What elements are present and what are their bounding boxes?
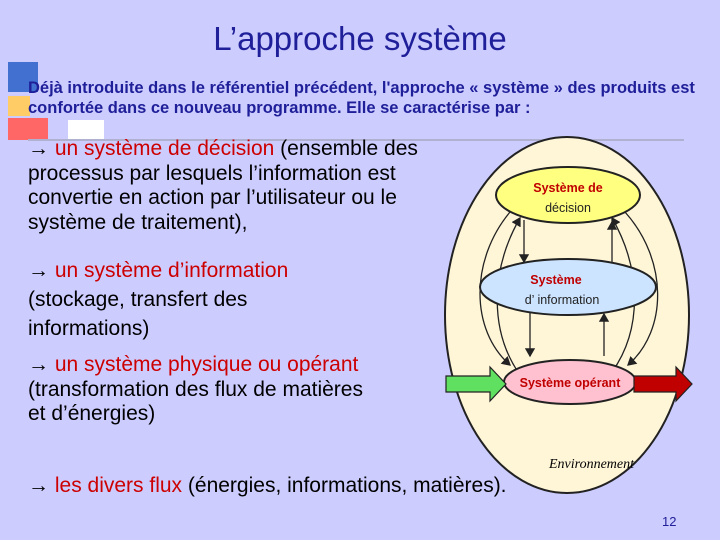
environment-label: Environnement xyxy=(549,457,635,472)
item-highlight: un système physique ou opérant xyxy=(54,353,359,376)
item-text: (transformation des flux de matières et … xyxy=(28,377,363,426)
item-highlight: un système d’information xyxy=(54,259,289,282)
inflow-arrow xyxy=(445,365,507,403)
item-highlight: les divers flux xyxy=(54,474,183,497)
intro-paragraph: Déjà introduite dans le référentiel préc… xyxy=(28,79,695,117)
list-item: → un système de décision (ensemble des p… xyxy=(28,137,458,235)
arrow-icon: → xyxy=(28,353,55,376)
list-item: → les divers flux (énergies, information… xyxy=(28,474,628,499)
flow-arrow xyxy=(611,216,636,373)
arrow-icon: → xyxy=(28,137,55,160)
decision-system-node xyxy=(495,166,641,224)
information-system-node xyxy=(479,258,657,316)
arrow-icon: → xyxy=(28,474,55,497)
arrow-icon: → xyxy=(28,259,55,282)
information-label: d’ information xyxy=(525,293,600,307)
decision-label: Système de xyxy=(533,181,603,195)
list-item: → un système d’information (stockage, tr… xyxy=(28,256,358,343)
flow-arrow xyxy=(496,216,521,373)
corner-decoration xyxy=(8,62,104,142)
divider xyxy=(28,139,684,141)
operant-system-node xyxy=(503,359,637,405)
item-text: (énergies, informations, matières). xyxy=(182,474,507,497)
item-highlight: un système de décision xyxy=(54,137,275,160)
item-text: (stockage, transfert des informations) xyxy=(28,288,248,340)
information-label: Système xyxy=(530,273,581,287)
page-number: 12 xyxy=(662,514,677,529)
flow-arrow xyxy=(624,211,659,366)
environment-boundary xyxy=(444,136,690,494)
decision-label: décision xyxy=(545,201,591,215)
flow-arrow xyxy=(479,211,511,366)
list-item: → un système physique ou opérant (transf… xyxy=(28,353,368,427)
outflow-arrow xyxy=(633,365,693,403)
page-title: L’approche système xyxy=(213,20,507,57)
item-text: (ensemble des processus par lesquels l’i… xyxy=(28,137,418,234)
operant-label: Système opérant xyxy=(520,376,622,390)
